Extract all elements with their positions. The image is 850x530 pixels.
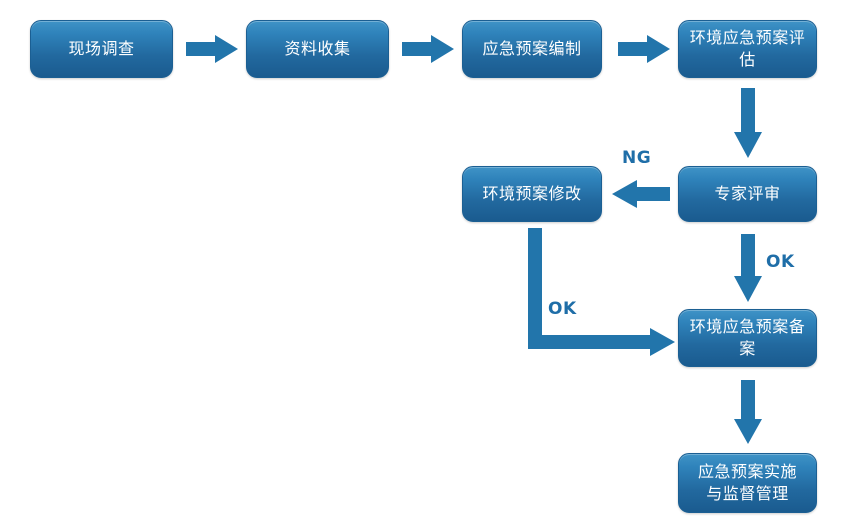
node-data-collection[interactable]: 资料收集 <box>246 20 389 78</box>
node-plan-evaluation[interactable]: 环境应急预案评估 <box>678 20 817 78</box>
node-label: 应急预案编制 <box>482 39 582 59</box>
node-label: 专家评审 <box>714 184 781 204</box>
node-label: 资料收集 <box>284 39 351 59</box>
arrow-down-filing-to-implementation <box>734 380 762 444</box>
node-label: 现场调查 <box>68 39 135 59</box>
node-label: 环境应急预案备案 <box>689 317 806 358</box>
edge-label-ok-revision: OK <box>548 299 577 319</box>
arrow-right-collection-to-drafting <box>402 35 454 63</box>
node-label: 应急预案实施 与监督管理 <box>697 462 797 503</box>
node-site-survey[interactable]: 现场调查 <box>30 20 173 78</box>
node-label: 环境应急预案评估 <box>689 28 806 69</box>
node-plan-revision[interactable]: 环境预案修改 <box>462 166 602 222</box>
node-plan-implementation[interactable]: 应急预案实施 与监督管理 <box>678 453 817 513</box>
node-label: 环境预案修改 <box>482 184 582 204</box>
arrow-down-evaluation-to-review <box>734 88 762 158</box>
node-plan-drafting[interactable]: 应急预案编制 <box>462 20 602 78</box>
arrow-elbow-revision-to-filing <box>528 228 675 356</box>
node-expert-review[interactable]: 专家评审 <box>678 166 817 222</box>
arrow-right-survey-to-collection <box>186 35 238 63</box>
edge-label-ok-review: OK <box>766 252 795 272</box>
arrow-left-review-to-revision <box>612 180 670 208</box>
edge-label-ng: NG <box>622 148 652 168</box>
arrow-down-review-to-filing <box>734 234 762 302</box>
arrow-right-drafting-to-evaluation <box>618 35 670 63</box>
node-plan-filing[interactable]: 环境应急预案备案 <box>678 309 817 367</box>
